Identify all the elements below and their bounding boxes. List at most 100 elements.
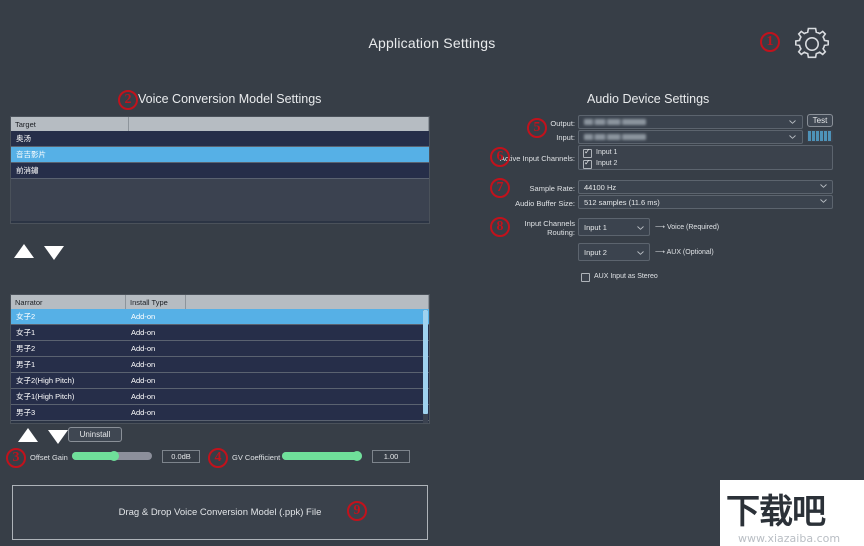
aux-input-as-stereo-checkbox[interactable] xyxy=(581,273,590,282)
narrator-col-blank xyxy=(186,295,429,309)
routing-voice-target: ⟶ Voice (Required) xyxy=(655,224,720,231)
audio-device-section-title: Audio Device Settings xyxy=(587,92,710,106)
active-input-channels-panel xyxy=(578,145,833,170)
gv-coefficient-slider-fill xyxy=(282,452,360,460)
output-device-select[interactable] xyxy=(578,115,803,129)
target-col-blank xyxy=(129,117,429,131)
target-table-header: Target xyxy=(11,117,429,131)
table-row[interactable]: 男子3 Add-on xyxy=(11,405,429,421)
marker-5: 5 xyxy=(527,118,547,138)
narrator-name: 女子2(High Pitch) xyxy=(16,375,75,385)
gv-coefficient-label: GV Coefficient xyxy=(232,453,281,462)
table-row[interactable]: 男子2 Add-on xyxy=(11,341,429,357)
gv-coefficient-slider-knob[interactable] xyxy=(352,451,362,461)
marker-3: 3 xyxy=(6,448,26,468)
narrator-col-name: Narrator xyxy=(11,295,126,309)
table-row[interactable]: 女子1 Add-on xyxy=(11,325,429,341)
target-table-body: 奥汤 音吉影片 前消鏽 xyxy=(11,131,429,221)
table-row[interactable]: 奥汤 xyxy=(11,131,429,147)
narrator-table-header: Narrator Install Type xyxy=(11,295,429,309)
marker-7: 7 xyxy=(490,178,510,198)
page-title: Application Settings xyxy=(368,35,496,51)
input-2-checkbox[interactable] xyxy=(583,158,592,169)
table-row[interactable]: 男子1 Add-on xyxy=(11,357,429,373)
target-move-up-button[interactable] xyxy=(14,244,34,258)
table-row[interactable]: 女子2 Add-on xyxy=(11,309,429,325)
input-channels-routing-label: Input Channels Routing: xyxy=(524,219,575,237)
offset-gain-slider[interactable] xyxy=(72,451,152,461)
marker-8: 8 xyxy=(490,217,510,237)
narrator-name: 男子1 xyxy=(16,359,36,369)
marker-2: 2 xyxy=(118,90,138,110)
marker-4: 4 xyxy=(208,448,228,468)
table-row[interactable]: 前消鏽 xyxy=(11,163,429,179)
narrator-name: 女子1 xyxy=(16,327,36,337)
target-name: 前消鏽 xyxy=(16,165,39,175)
input-level-meter xyxy=(807,130,833,142)
narrator-install-type: Add-on xyxy=(131,375,156,385)
narrator-name: 女子2 xyxy=(16,311,36,321)
input-device-value xyxy=(584,134,646,140)
narrator-name: 男子2 xyxy=(16,343,36,353)
uninstall-button[interactable]: Uninstall xyxy=(68,427,122,442)
narrator-col-install-type: Install Type xyxy=(126,295,186,309)
watermark: 下载吧 www.xiazaiba.com xyxy=(720,480,864,546)
routing-aux-target: ⟶ AUX (Optional) xyxy=(655,249,714,256)
sample-rate-label: Sample Rate: xyxy=(529,184,575,193)
sample-rate-select[interactable]: 44100 Hz xyxy=(578,180,833,194)
active-input-channels-label: Active Input Channels: xyxy=(499,154,575,163)
chevron-down-icon xyxy=(789,135,796,139)
watermark-url: www.xiazaiba.com xyxy=(738,532,841,545)
narrator-name: 男子3 xyxy=(16,407,36,417)
output-label: Output: xyxy=(550,119,575,128)
target-move-down-button[interactable] xyxy=(44,246,64,260)
chevron-down-icon xyxy=(637,251,644,255)
output-device-value xyxy=(584,119,646,125)
narrator-table-scrollbar[interactable] xyxy=(423,310,428,423)
audio-buffer-size-label: Audio Buffer Size: xyxy=(515,199,575,208)
audio-buffer-size-select[interactable]: 512 samples (11.6 ms) xyxy=(578,195,833,209)
narrator-install-type: Add-on xyxy=(131,311,156,321)
offset-gain-slider-fill xyxy=(72,452,114,460)
narrator-name: 女子1(High Pitch) xyxy=(16,391,75,401)
voice-model-section-title: Voice Conversion Model Settings xyxy=(138,92,322,106)
narrator-install-type: Add-on xyxy=(131,343,156,353)
input-label: Input: xyxy=(556,133,575,142)
narrator-table[interactable]: Narrator Install Type 女子2 Add-on 女子1 Add… xyxy=(10,294,430,424)
target-name: 音吉影片 xyxy=(16,149,46,159)
target-table-empty-area xyxy=(11,179,429,221)
table-row[interactable]: 女子2(High Pitch) Add-on xyxy=(11,373,429,389)
offset-gain-value[interactable]: 0.0dB xyxy=(162,450,200,463)
chevron-down-icon xyxy=(789,120,796,124)
gv-coefficient-slider[interactable] xyxy=(282,451,362,461)
gv-coefficient-value[interactable]: 1.00 xyxy=(372,450,410,463)
offset-gain-slider-knob[interactable] xyxy=(109,451,119,461)
narrator-move-down-button[interactable] xyxy=(48,430,68,444)
routing-aux-select[interactable]: Input 2 xyxy=(578,243,650,261)
target-table[interactable]: Target 奥汤 音吉影片 前消鏽 xyxy=(10,116,430,224)
gear-icon[interactable] xyxy=(790,22,834,66)
narrator-move-up-button[interactable] xyxy=(18,428,38,442)
narrator-table-body: 女子2 Add-on 女子1 Add-on 男子2 Add-on 男子1 Add… xyxy=(11,309,429,421)
input-2-label: Input 2 xyxy=(596,160,618,167)
marker-1: 1 xyxy=(760,32,780,52)
target-col-name: Target xyxy=(11,117,129,131)
chevron-down-icon xyxy=(820,184,827,188)
marker-9: 9 xyxy=(347,501,367,521)
input-1-checkbox[interactable] xyxy=(583,147,592,158)
target-name: 奥汤 xyxy=(16,133,31,143)
chevron-down-icon xyxy=(820,199,827,203)
aux-input-as-stereo-label: AUX Input as Stereo xyxy=(594,273,658,280)
routing-voice-select[interactable]: Input 1 xyxy=(578,218,650,236)
marker-6: 6 xyxy=(490,147,510,167)
table-row[interactable]: 音吉影片 xyxy=(11,147,429,163)
test-output-button[interactable]: Test xyxy=(807,114,833,127)
chevron-down-icon xyxy=(637,226,644,230)
watermark-text: 下载吧 xyxy=(726,492,826,532)
table-row[interactable]: 女子1(High Pitch) Add-on xyxy=(11,389,429,405)
narrator-install-type: Add-on xyxy=(131,359,156,369)
narrator-install-type: Add-on xyxy=(131,327,156,337)
input-1-label: Input 1 xyxy=(596,149,618,156)
input-device-select[interactable] xyxy=(578,130,803,144)
